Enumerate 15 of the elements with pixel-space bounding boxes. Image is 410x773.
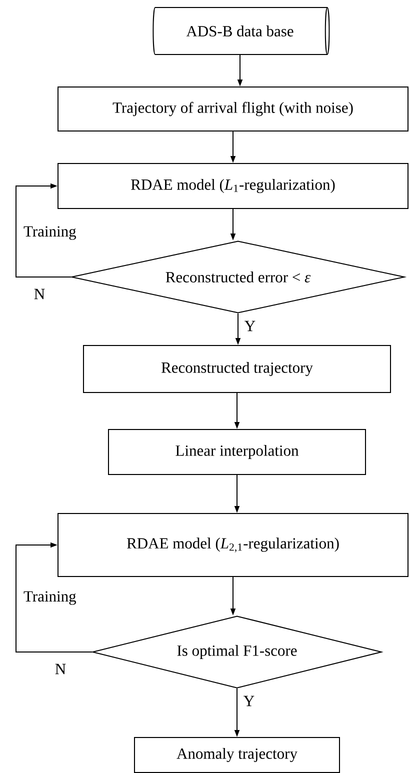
edge-label: N [34, 288, 45, 300]
process-box: RDAE model (L$_{2,1}$-regularization) [58, 513, 408, 577]
arrow [16, 183, 72, 278]
process-box: Linear interpolation [108, 429, 366, 475]
process-box: RDAE model (L$_{1}$-regularization) [58, 163, 408, 209]
loop-label: Training [24, 226, 76, 240]
process-box: Reconstructed trajectory [83, 345, 391, 393]
edge-label: Y [244, 320, 256, 332]
arrow [16, 542, 92, 652]
loop-label: Training [24, 591, 76, 605]
edge-label: Y [244, 696, 254, 706]
edge-label: N [55, 664, 66, 674]
database-cylinder: ADS-B data base [152, 7, 330, 55]
process-box: Anomaly trajectory [134, 737, 340, 773]
process-box: Trajectory of arrival flight (with noise) [58, 86, 408, 132]
